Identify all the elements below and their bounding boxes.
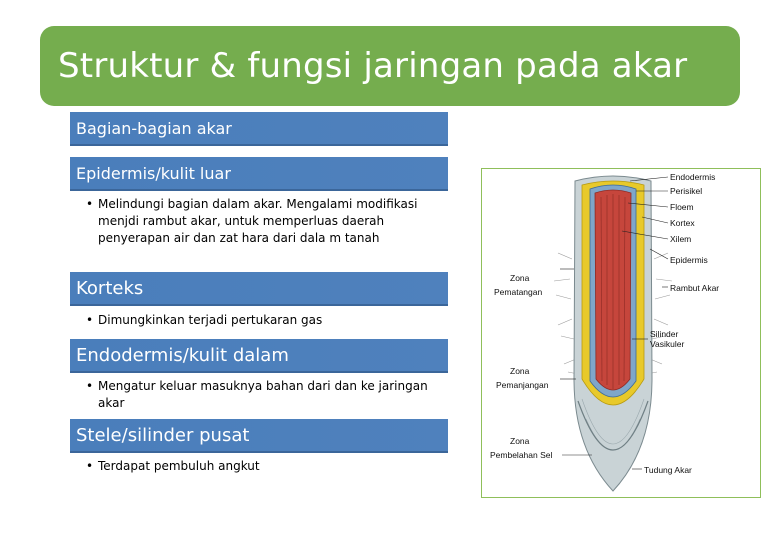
label-endodermis: Endodermis — [670, 172, 715, 182]
label-rambut-akar: Rambut Akar — [670, 283, 719, 293]
root-diagram: Endodermis Perisikel Floem Kortex Xilem … — [481, 168, 761, 498]
heading-text: Epidermis/kulit luar — [76, 163, 231, 183]
section-heading-endodermis: Endodermis/kulit dalam — [70, 339, 448, 373]
label-xilem: Xilem — [670, 234, 691, 244]
label-zona-1: Zona — [510, 273, 530, 283]
label-perisikel: Perisikel — [670, 186, 702, 196]
section-heading-stele: Stele/silinder pusat — [70, 419, 448, 453]
label-kortex: Kortex — [670, 218, 695, 228]
heading-text: Stele/silinder pusat — [76, 424, 250, 446]
heading-text: Korteks — [76, 277, 144, 299]
bullet-epidermis: •Melindungi bagian dalam akar. Mengalami… — [86, 197, 418, 245]
root-illustration: Endodermis Perisikel Floem Kortex Xilem … — [490, 172, 719, 492]
label-pembelahan-sel: Pembelahan Sel — [490, 450, 552, 460]
heading-text: Bagian-bagian akar — [76, 118, 232, 138]
label-vasikuler: Vasikuler — [650, 339, 684, 349]
label-pematangan: Pematangan — [494, 287, 542, 297]
bullet-endodermis: •Mengatur keluar masuknya bahan dari dan… — [86, 379, 428, 410]
bullet-text: Melindungi bagian dalam akar. Mengalami … — [98, 197, 418, 245]
label-pemanjangan: Pemanjangan — [496, 380, 549, 390]
label-zona-3: Zona — [510, 436, 530, 446]
label-silinder: Silinder — [650, 329, 679, 339]
bullet-korteks: •Dimungkinkan terjadi pertukaran gas — [86, 313, 323, 327]
section-heading-korteks: Korteks — [70, 272, 448, 306]
heading-text: Endodermis/kulit dalam — [76, 344, 289, 366]
section-heading-bagian: Bagian-bagian akar — [70, 112, 448, 146]
bullet-text: Dimungkinkan terjadi pertukaran gas — [98, 313, 323, 327]
title-banner: Struktur & fungsi jaringan pada akar — [40, 26, 740, 106]
bullet-stele: •Terdapat pembuluh angkut — [86, 459, 260, 473]
bullet-text: Terdapat pembuluh angkut — [98, 459, 260, 473]
bullet-text: Mengatur keluar masuknya bahan dari dan … — [98, 379, 428, 410]
section-heading-epidermis: Epidermis/kulit luar — [70, 157, 448, 191]
label-tudung-akar: Tudung Akar — [644, 465, 692, 475]
label-epidermis: Epidermis — [670, 255, 708, 265]
label-floem: Floem — [670, 202, 694, 212]
page-title: Struktur & fungsi jaringan pada akar — [58, 46, 688, 86]
root-cap — [577, 400, 649, 451]
label-zona-2: Zona — [510, 366, 530, 376]
